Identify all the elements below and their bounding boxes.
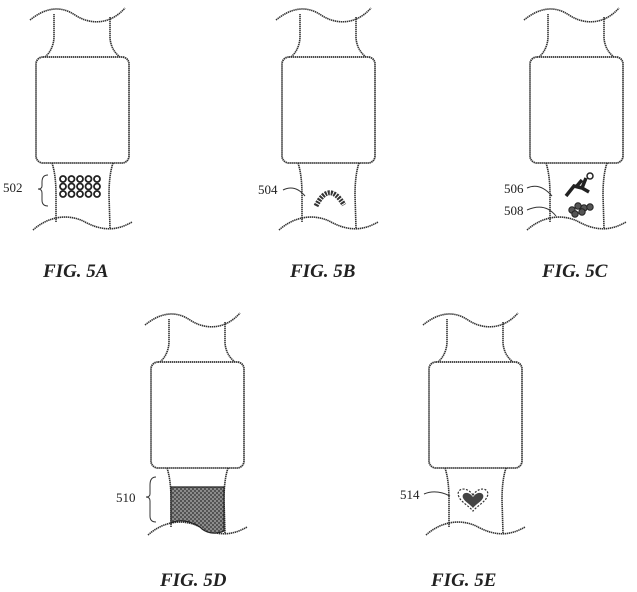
brace-502 bbox=[37, 174, 49, 207]
leader-508 bbox=[526, 206, 557, 217]
leader-504 bbox=[282, 187, 306, 197]
strap-top-cut-line bbox=[275, 7, 372, 23]
band-bottom-cut-line bbox=[425, 521, 526, 536]
band-bottom-cut-line bbox=[278, 216, 379, 231]
ref-label-506: 506 bbox=[504, 181, 524, 196]
indicator-dot bbox=[67, 182, 76, 191]
indicator-dot bbox=[59, 182, 67, 191]
footprints-icon bbox=[568, 202, 594, 218]
footprint-mark bbox=[574, 202, 582, 210]
strap-top-left-edge bbox=[159, 319, 170, 363]
indicator-dot bbox=[76, 182, 84, 191]
band-left-edge bbox=[297, 162, 303, 222]
runner-icon bbox=[564, 172, 594, 198]
strap-top-left-edge bbox=[44, 14, 55, 58]
band-right-edge bbox=[602, 162, 608, 229]
indicator-dot bbox=[84, 182, 93, 191]
strap-top-left-edge bbox=[437, 319, 448, 363]
watch-5d bbox=[144, 312, 248, 536]
watch-5e bbox=[422, 312, 526, 536]
ref-label-502: 502 bbox=[3, 180, 23, 195]
footprint-mark bbox=[586, 203, 594, 211]
strap-top-cut-line bbox=[523, 7, 620, 23]
indicator-dot bbox=[76, 190, 84, 198]
indicator-dot bbox=[84, 175, 93, 183]
strap-top-cut-line bbox=[29, 7, 126, 23]
band-left-edge bbox=[545, 162, 551, 222]
watch-case bbox=[35, 56, 130, 164]
band-right-edge bbox=[501, 467, 507, 534]
watch-5c bbox=[523, 7, 627, 231]
caption-fig-5b: FIG. 5B bbox=[289, 261, 355, 282]
indicator-dot bbox=[67, 175, 76, 183]
ref-label-510: 510 bbox=[116, 490, 136, 505]
strap-top-right-edge bbox=[603, 17, 615, 58]
strap-top-cut-line bbox=[144, 312, 241, 328]
caption-fig-5d: FIG. 5D bbox=[159, 570, 227, 591]
band-left-edge bbox=[51, 162, 57, 222]
strap-top-right-edge bbox=[502, 322, 514, 363]
band-right-edge bbox=[108, 162, 114, 229]
caption-fig-5a: FIG. 5A bbox=[42, 261, 108, 282]
indicator-dot bbox=[84, 190, 93, 198]
strap-top-right-edge bbox=[355, 17, 367, 58]
leader-506 bbox=[526, 185, 553, 197]
watch-case bbox=[529, 56, 624, 164]
filled-band-region bbox=[170, 486, 225, 534]
caption-fig-5c: FIG. 5C bbox=[541, 261, 608, 282]
caption-fig-5e: FIG. 5E bbox=[430, 570, 496, 591]
strap-top-right-edge bbox=[109, 17, 121, 58]
band-bottom-cut-line bbox=[32, 216, 133, 231]
indicator-dot bbox=[93, 190, 101, 198]
strap-top-left-edge bbox=[290, 14, 301, 58]
arc-indicator bbox=[313, 190, 347, 208]
indicator-dot bbox=[59, 175, 67, 183]
footprint-mark bbox=[571, 210, 579, 218]
strap-top-right-edge bbox=[224, 322, 236, 363]
leader-514 bbox=[423, 491, 451, 497]
band-left-edge bbox=[444, 467, 450, 527]
ref-label-508: 508 bbox=[504, 203, 524, 218]
ref-label-504: 504 bbox=[258, 182, 278, 197]
strap-top-cut-line bbox=[422, 312, 519, 328]
runner-body bbox=[564, 177, 590, 198]
runner-head bbox=[586, 172, 594, 180]
band-right-edge bbox=[354, 162, 360, 229]
strap-top-left-edge bbox=[538, 14, 549, 58]
indicator-dot bbox=[93, 182, 101, 191]
indicator-dot bbox=[93, 175, 101, 183]
watch-5a bbox=[29, 7, 133, 231]
indicator-dot bbox=[67, 190, 76, 198]
indicator-dot bbox=[76, 175, 84, 183]
watch-case bbox=[428, 361, 523, 469]
heart-icon bbox=[462, 492, 484, 508]
band-right-edge bbox=[223, 467, 229, 534]
ref-label-514: 514 bbox=[400, 487, 420, 502]
watch-case bbox=[281, 56, 376, 164]
footprint-mark bbox=[578, 208, 586, 216]
band-left-edge bbox=[166, 467, 172, 527]
watch-5b bbox=[275, 7, 379, 231]
brace-510 bbox=[145, 476, 157, 523]
indicator-dot bbox=[59, 190, 67, 198]
band-bottom-cut-line bbox=[526, 216, 627, 231]
watch-case bbox=[150, 361, 245, 469]
